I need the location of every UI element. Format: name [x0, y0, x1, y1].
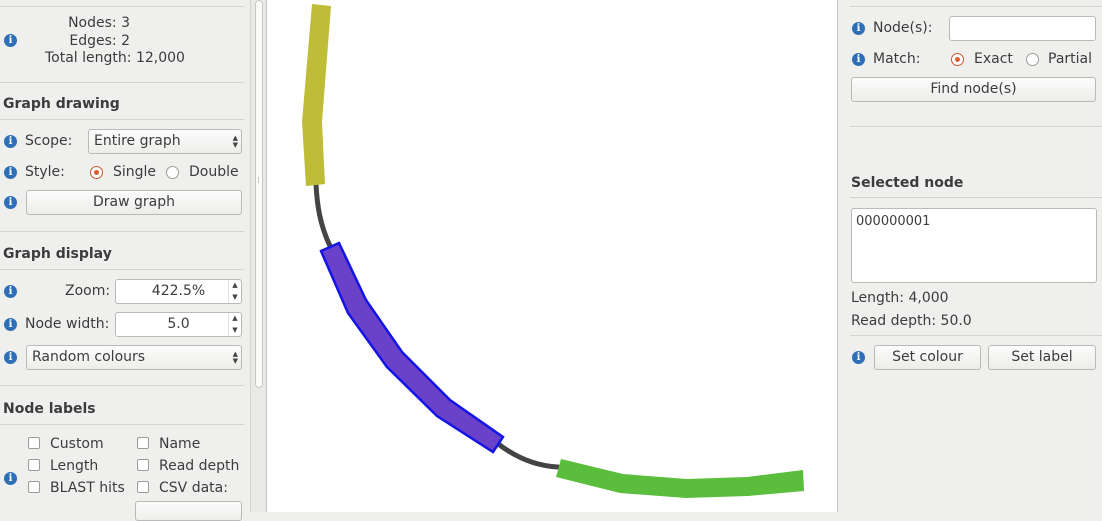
read-depth-checkbox[interactable]	[137, 459, 149, 471]
style-single-label: Single	[113, 164, 157, 180]
separator	[0, 269, 244, 270]
info-icon[interactable]: i	[4, 285, 17, 298]
separator	[0, 424, 244, 425]
info-icon[interactable]: i	[4, 34, 17, 47]
info-icon[interactable]: i	[4, 196, 17, 209]
selected-read-depth: Read depth: 50.0	[851, 313, 972, 329]
style-double-label: Double	[189, 164, 239, 180]
node-labels-heading: Node labels	[3, 401, 96, 417]
left-panel: i Nodes: 3 Edges: 2 Total length: 12,000…	[0, 0, 250, 521]
zoom-spinbox[interactable]: 422.5% ▲▼	[115, 279, 242, 304]
style-single-radio[interactable]	[90, 166, 103, 179]
separator	[850, 335, 1102, 336]
spinbox-arrows-icon[interactable]: ▲▼	[228, 280, 241, 303]
left-scrollbar-track[interactable]	[250, 0, 266, 512]
draw-graph-button[interactable]: Draw graph	[26, 190, 242, 215]
set-label-button[interactable]: Set label	[988, 345, 1096, 370]
colour-mode-select[interactable]: Random colours ▲▼	[26, 345, 242, 370]
node-width-value: 5.0	[167, 316, 190, 332]
match-partial-radio[interactable]	[1026, 53, 1039, 66]
find-nodes-input[interactable]	[949, 16, 1096, 41]
zoom-label: Zoom:	[65, 283, 111, 299]
custom-label: Custom	[50, 436, 104, 452]
selected-length: Length: 4,000	[851, 290, 949, 306]
csv-data-select[interactable]	[135, 501, 242, 521]
graph-node-green[interactable]	[556, 459, 804, 498]
node-width-label: Node width:	[25, 316, 110, 332]
graph-canvas[interactable]	[266, 0, 838, 512]
read-depth-label: Read depth	[159, 458, 240, 474]
set-colour-button[interactable]: Set colour	[874, 345, 981, 370]
info-icon[interactable]: i	[4, 318, 17, 331]
nodes-label: Nodes: 3	[68, 15, 130, 31]
separator	[0, 231, 244, 232]
combo-arrows-icon: ▲▼	[232, 133, 238, 149]
selected-node-text: 000000001	[856, 214, 931, 229]
match-exact-label: Exact	[974, 51, 1013, 67]
name-label: Name	[159, 436, 201, 452]
graph-display-heading: Graph display	[3, 246, 112, 262]
blast-hits-checkbox[interactable]	[28, 481, 40, 493]
separator	[0, 119, 244, 120]
graph-drawing-heading: Graph drawing	[3, 96, 120, 112]
zoom-value: 422.5%	[151, 283, 206, 299]
csv-data-label: CSV data:	[159, 480, 228, 496]
graph-edge[interactable]	[313, 181, 333, 249]
info-icon[interactable]: i	[4, 166, 17, 179]
selected-node-heading: Selected node	[851, 175, 964, 191]
total-length-label-text: Total length:	[45, 50, 132, 66]
length-checkbox[interactable]	[28, 459, 40, 471]
name-checkbox[interactable]	[137, 437, 149, 449]
info-icon[interactable]: i	[852, 351, 865, 364]
match-exact-radio[interactable]	[951, 53, 964, 66]
match-partial-label: Partial	[1048, 51, 1092, 67]
edges-value: 2	[121, 33, 130, 49]
find-nodes-label: Node(s):	[873, 20, 933, 36]
separator	[0, 82, 244, 83]
separator	[0, 6, 244, 7]
style-double-radio[interactable]	[166, 166, 179, 179]
edges-label-text: Edges:	[69, 33, 117, 49]
total-length-label: Total length: 12,000	[45, 50, 185, 66]
nodes-label-text: Nodes:	[68, 15, 117, 31]
left-scrollbar-thumb[interactable]	[255, 0, 263, 388]
scope-label: Scope:	[25, 133, 73, 149]
info-icon[interactable]: i	[4, 135, 17, 148]
separator	[850, 197, 1102, 198]
info-icon[interactable]: i	[852, 22, 865, 35]
combo-arrows-icon: ▲▼	[232, 349, 238, 365]
match-label: Match:	[873, 51, 921, 67]
info-icon[interactable]: i	[4, 472, 17, 485]
spinbox-arrows-icon[interactable]: ▲▼	[228, 313, 241, 336]
graph-edge[interactable]	[494, 440, 561, 470]
blast-hits-label: BLAST hits	[50, 480, 125, 496]
find-nodes-button[interactable]: Find node(s)	[851, 77, 1096, 102]
length-label: Length	[50, 458, 99, 474]
colour-mode-value: Random colours	[32, 349, 146, 365]
graph-svg[interactable]	[266, 0, 838, 512]
total-length-value: 12,000	[135, 50, 185, 66]
edges-label: Edges: 2	[69, 33, 130, 49]
graph-node-purple[interactable]	[319, 241, 505, 454]
selected-node-textbox[interactable]: 000000001	[851, 208, 1097, 283]
custom-checkbox[interactable]	[28, 437, 40, 449]
separator	[0, 385, 244, 386]
nodes-value: 3	[121, 15, 130, 31]
splitter-handle-icon[interactable]: ⁝	[257, 176, 260, 186]
right-panel: i Node(s): i Match: Exact Partial Find n…	[840, 0, 1102, 512]
style-label: Style:	[25, 164, 65, 180]
separator	[850, 126, 1102, 127]
info-icon[interactable]: i	[852, 53, 865, 66]
info-icon[interactable]: i	[4, 351, 17, 364]
node-width-spinbox[interactable]: 5.0 ▲▼	[115, 312, 242, 337]
separator	[850, 6, 1102, 7]
scope-select[interactable]: Entire graph ▲▼	[88, 129, 242, 154]
csv-data-checkbox[interactable]	[137, 481, 149, 493]
scope-value: Entire graph	[94, 133, 181, 149]
graph-node-olive[interactable]	[302, 4, 331, 186]
